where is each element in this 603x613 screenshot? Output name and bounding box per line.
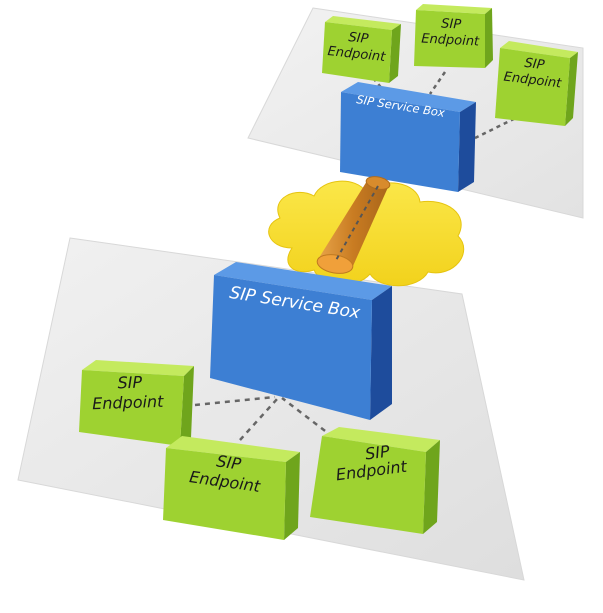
tunnel-icon (316, 176, 391, 274)
top-endpoint-2-line2: Endpoint (421, 32, 480, 50)
top-endpoint-2-line1: SIP (441, 16, 462, 32)
top-connector-1 (367, 71, 391, 99)
top-service-box[interactable]: SIP Service Box (340, 82, 476, 192)
bottom-endpoint-1-line1: SIP (117, 373, 143, 393)
top-endpoint-2[interactable]: SIP Endpoint (414, 4, 493, 68)
top-endpoint-1[interactable]: SIP Endpoint (322, 16, 401, 83)
bottom-service-box[interactable]: SIP Service Box (210, 262, 392, 420)
bottom-endpoint-1[interactable]: SIP Endpoint (79, 360, 194, 446)
bottom-endpoint-3[interactable]: SIP Endpoint (310, 427, 440, 534)
bottom-connector-1 (194, 395, 276, 407)
top-endpoint-1-line1: SIP (348, 30, 370, 47)
top-endpoint-3-line2: Endpoint (503, 70, 563, 92)
top-endpoint-3-line1: SIP (524, 56, 546, 73)
tunnel-link (334, 185, 379, 263)
top-endpoint-1-line2: Endpoint (327, 44, 387, 65)
top-endpoint-3[interactable]: SIP Endpoint (495, 41, 578, 126)
bottom-connector-3 (281, 397, 334, 438)
bottom-endpoint-2-line1: SIP (215, 451, 242, 473)
bottom-endpoint-2[interactable]: SIP Endpoint (163, 436, 300, 540)
bottom-connectors (194, 395, 334, 441)
bottom-endpoint-3-line1: SIP (364, 442, 391, 464)
bottom-endpoint-1-line2: Endpoint (92, 392, 165, 413)
